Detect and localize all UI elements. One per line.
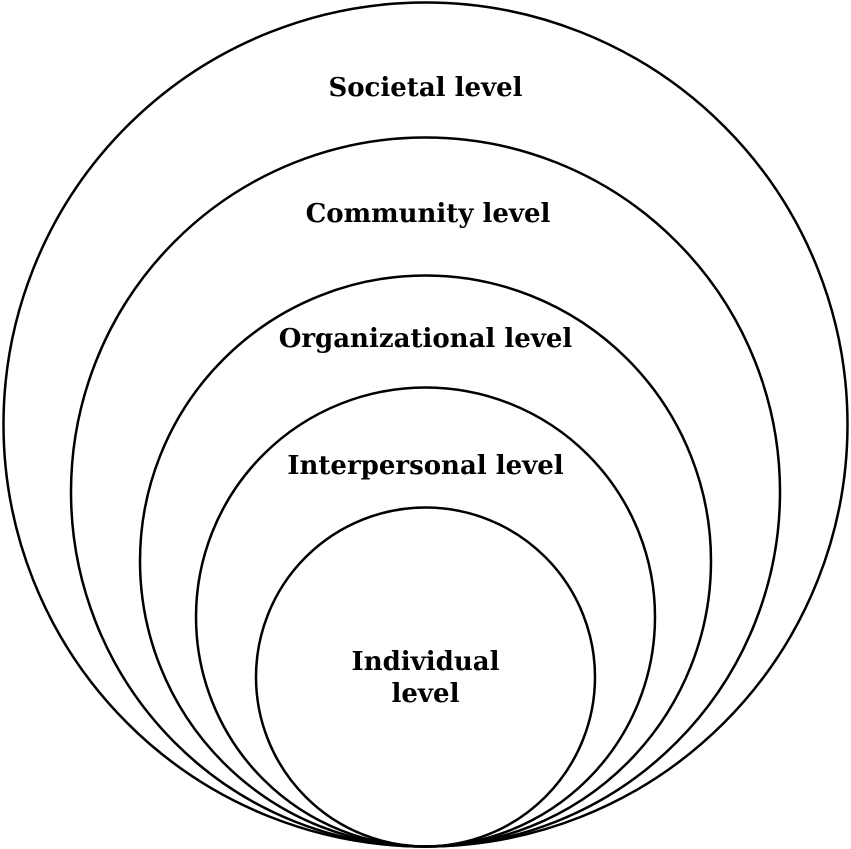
community-level-circle [69, 136, 782, 848]
individual-level-circle [254, 506, 597, 848]
individual-level-label-line2: level [392, 679, 460, 709]
organizational-level-label: Organizational level [279, 324, 573, 354]
community-level-label: Community level [306, 199, 551, 229]
individual-level-label-line1: Individual [352, 647, 500, 677]
organizational-level-circle [138, 274, 713, 848]
interpersonal-level-label: Interpersonal level [287, 451, 563, 481]
societal-level-label: Societal level [328, 73, 522, 103]
